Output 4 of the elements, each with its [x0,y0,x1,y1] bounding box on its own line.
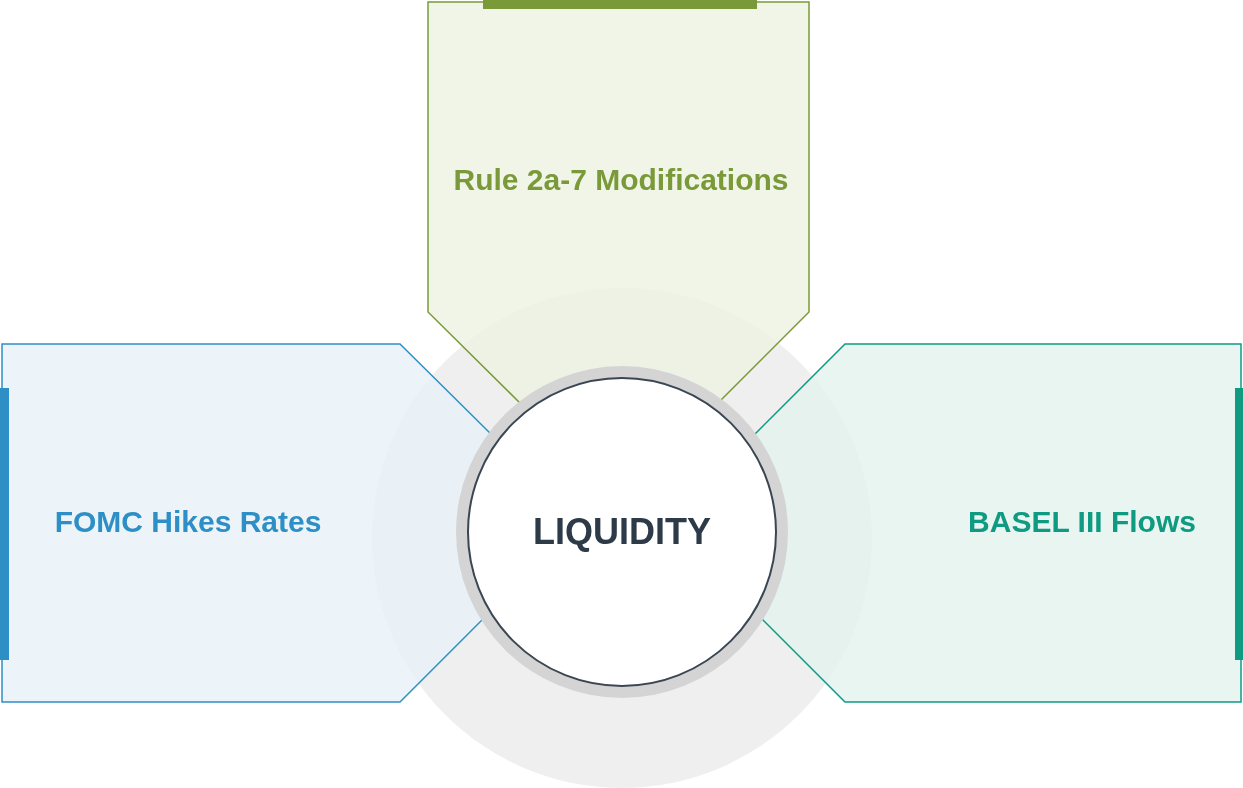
topic-label: BASEL III Flows [968,505,1196,539]
topic-label: Rule 2a-7 Modifications [453,163,789,197]
topic-label: FOMC Hikes Rates [54,505,322,539]
center-label: LIQUIDITY [533,511,711,553]
